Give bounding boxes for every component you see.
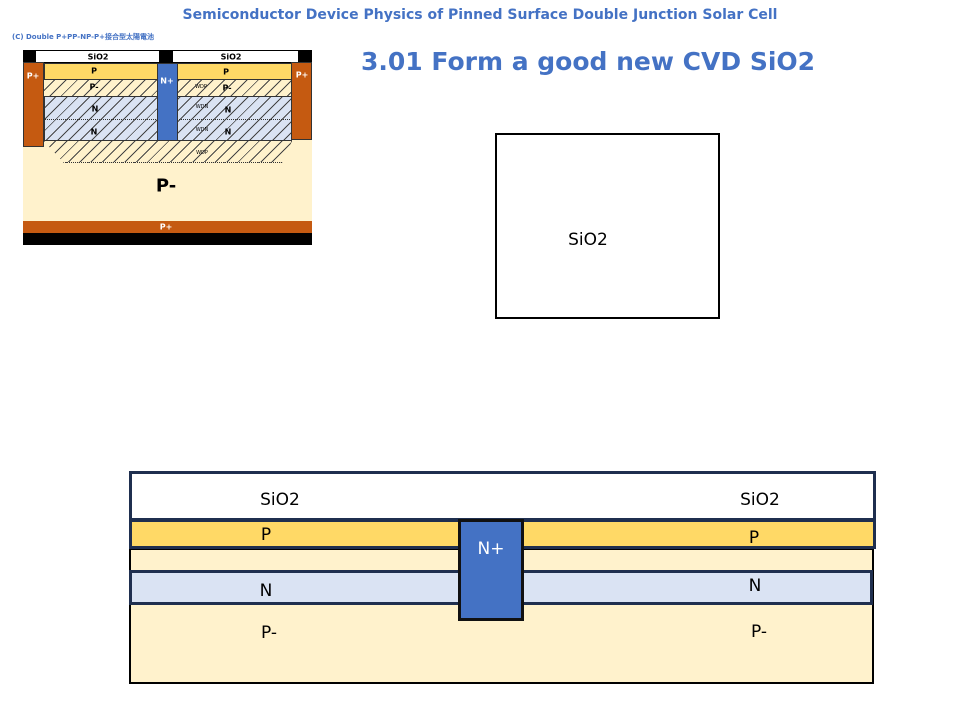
n-plus-region bbox=[458, 519, 524, 621]
label: P bbox=[223, 67, 229, 77]
label: WDP bbox=[196, 150, 208, 156]
label: P+ bbox=[26, 71, 40, 81]
thumb-bottom-contact bbox=[23, 233, 312, 245]
label: N bbox=[90, 127, 98, 137]
label: N bbox=[224, 127, 232, 137]
label: N bbox=[224, 105, 232, 115]
label: P- bbox=[222, 83, 232, 93]
thumb-sio2-left bbox=[36, 51, 159, 62]
label: WDP bbox=[195, 84, 207, 90]
sio2-block-label: SiO2 bbox=[568, 230, 608, 250]
n-right-label: N bbox=[748, 576, 762, 596]
label: P+ bbox=[159, 222, 173, 232]
label: N+ bbox=[160, 76, 174, 86]
label: SiO2 bbox=[87, 52, 109, 62]
p-right-label: P bbox=[748, 528, 760, 548]
thumb-sio2-right bbox=[173, 51, 298, 62]
sio2-block bbox=[495, 133, 720, 319]
label: P- bbox=[155, 175, 177, 197]
n-left-label: N bbox=[259, 581, 273, 601]
sio2-right-label: SiO2 bbox=[740, 490, 780, 510]
label: P bbox=[91, 66, 97, 76]
n-plus-label: N+ bbox=[477, 539, 505, 559]
step-title: 3.01 Form a good new CVD SiO2 bbox=[361, 47, 816, 76]
sio2-left-label: SiO2 bbox=[260, 490, 300, 510]
thumb-p-plus-right bbox=[291, 62, 312, 140]
label: P+ bbox=[295, 70, 309, 80]
p-left-label: P bbox=[260, 525, 272, 545]
p-minus-right-label: P- bbox=[750, 622, 768, 642]
page-title: Semiconductor Device Physics of Pinned S… bbox=[182, 7, 778, 23]
p-minus-left-label: P- bbox=[260, 623, 278, 643]
label: P- bbox=[89, 82, 99, 92]
thumb-p-plus-left bbox=[23, 62, 44, 147]
thumb-bottom-depletion bbox=[44, 141, 292, 163]
label: N bbox=[91, 104, 99, 114]
sio2-layer bbox=[129, 471, 876, 521]
label: SiO2 bbox=[220, 52, 242, 62]
label: WDN bbox=[195, 104, 209, 110]
label: WDN bbox=[195, 127, 209, 133]
thumb-n-plus bbox=[157, 63, 178, 141]
thumbnail-caption: (C) Double P+PP-NP-P+接合型太陽電池 bbox=[12, 33, 154, 41]
thumb-p-plus-bottom bbox=[23, 221, 312, 233]
